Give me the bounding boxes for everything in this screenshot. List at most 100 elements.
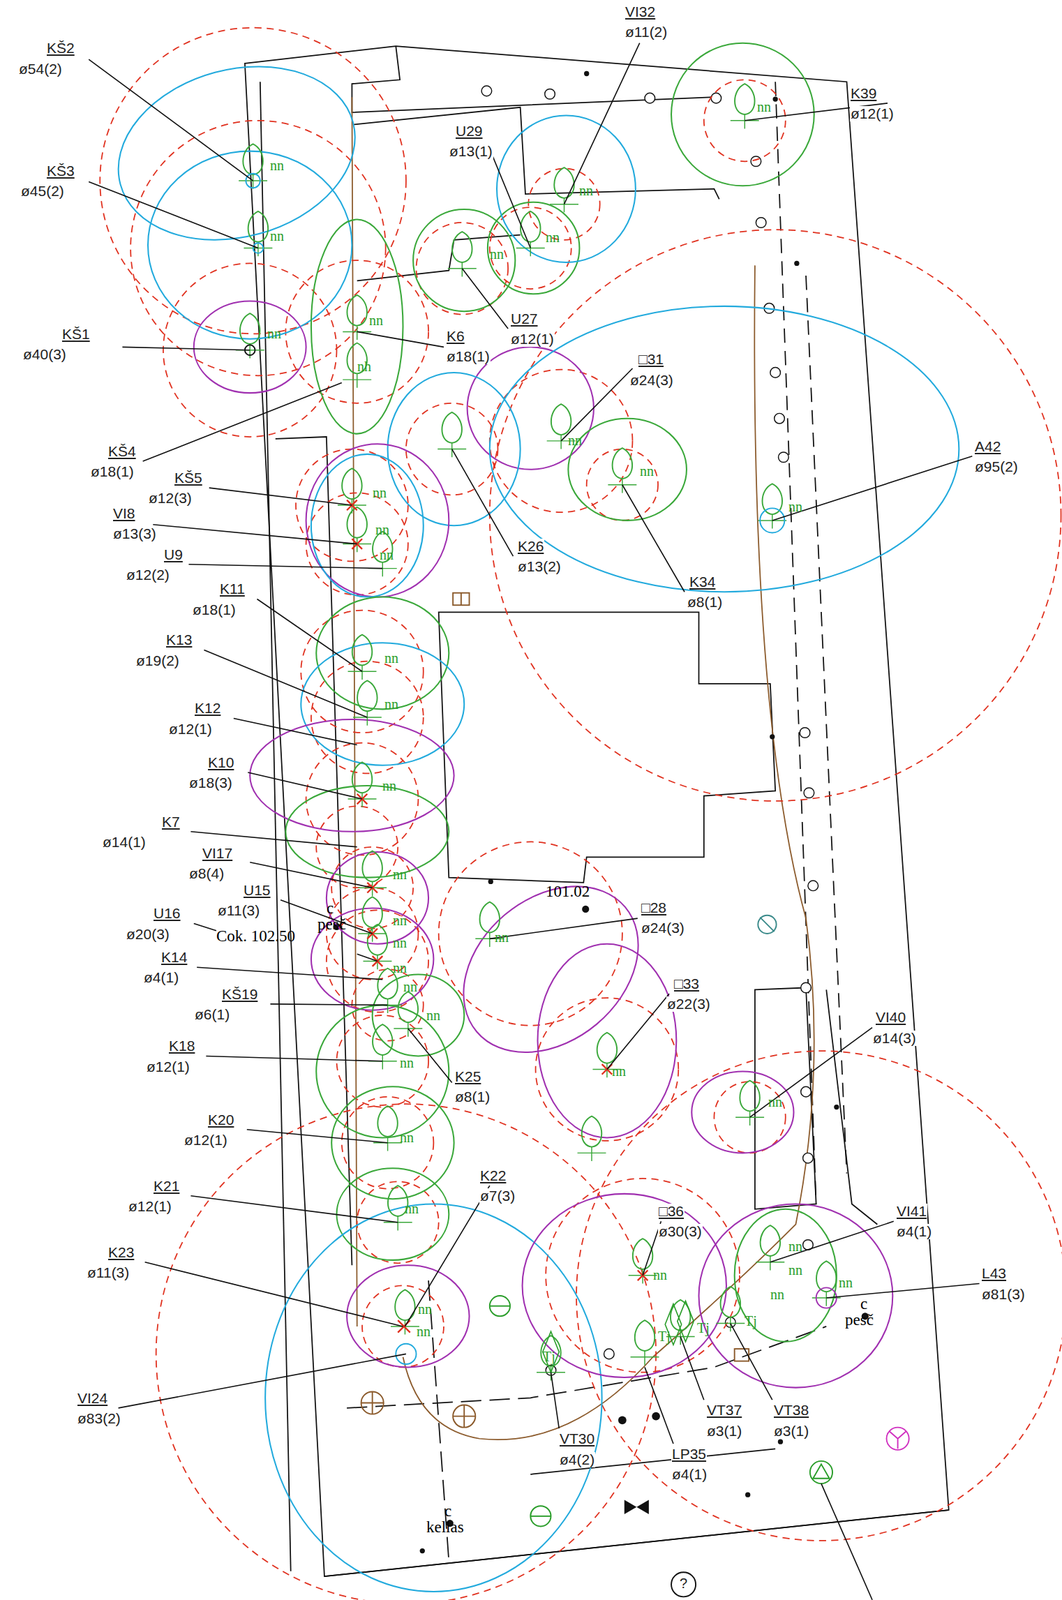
tree-id: KŠ5: [173, 470, 204, 486]
trunk-diameter: ø11(3): [217, 902, 261, 919]
tree-id: □36: [657, 1203, 685, 1219]
trunk-diameter: ø54(2): [18, 61, 63, 77]
tree-mark: nn: [788, 499, 803, 515]
tree-id: U27: [510, 311, 539, 327]
tree-mark: nn: [757, 99, 772, 115]
trunk-diameter: ø4(1): [895, 1223, 933, 1240]
trunk-diameter: ø3(1): [706, 1423, 743, 1439]
tree-mark: nn: [653, 1267, 668, 1283]
tree-id: K26: [517, 538, 545, 555]
trunk-diameter: ø11(2): [624, 24, 668, 40]
spot-label: pesč: [317, 916, 347, 933]
tree-id: VI8: [112, 505, 137, 522]
trunk-diameter: ø18(1): [191, 602, 237, 618]
spot-label: c: [326, 900, 334, 917]
tree-id: KŠ2: [46, 40, 76, 56]
tree-mark: nn: [567, 433, 582, 448]
tree-mark: nh: [357, 359, 372, 375]
tree-id: K25: [454, 1068, 482, 1085]
trunk-diameter: ø18(1): [445, 348, 491, 365]
tree-mark: nn: [392, 960, 407, 976]
trunk-diameter: ø12(1): [510, 331, 555, 347]
tree-id: K39: [849, 85, 878, 102]
tree-id: K34: [688, 574, 716, 590]
tree-mark: nn: [399, 1055, 414, 1071]
trunk-diameter: ø18(1): [90, 464, 135, 480]
tree-id: VI41: [895, 1203, 928, 1219]
tree-id: A42: [974, 438, 1002, 455]
trunk-diameter: ø20(3): [125, 926, 171, 942]
tree-id: U9: [163, 547, 184, 563]
tree-id: K10: [207, 754, 235, 771]
tree-mark: nn: [392, 913, 407, 929]
trunk-diameter: ø24(3): [640, 920, 686, 936]
tree-mark: nn: [611, 1064, 626, 1079]
tree-id: K14: [160, 949, 188, 966]
tree-mark: nn: [399, 1130, 414, 1146]
trunk-diameter: ø40(3): [22, 346, 67, 363]
tree-mark: nn: [384, 651, 399, 666]
tree-id: □28: [640, 900, 668, 916]
tree-id: VI17: [201, 845, 234, 862]
trunk-diameter: ø45(2): [20, 183, 65, 199]
tree-mark: nn: [382, 778, 397, 794]
tree-id: K11: [219, 581, 246, 597]
tree-id: KŠ3: [46, 163, 76, 179]
tree-id: LP35: [671, 1446, 707, 1462]
tree-mark: nn: [639, 464, 654, 479]
tree-id: KŠ4: [107, 443, 137, 460]
tree-mark: nn: [545, 230, 560, 245]
tree-mark: Tj: [542, 1349, 556, 1365]
trunk-diameter: ø12(1): [168, 721, 213, 737]
trunk-diameter: ø22(3): [666, 996, 712, 1012]
tree-mark: nn: [489, 247, 504, 262]
tree-id: K21: [152, 1178, 181, 1194]
tree-mark: nn: [768, 1094, 783, 1110]
trunk-diameter: ø4(1): [143, 969, 180, 986]
tree-id: K18: [168, 1038, 196, 1054]
tree-id: U16: [152, 905, 182, 922]
tree-id: KŠ1: [61, 326, 91, 342]
tree-mark: nn: [403, 979, 418, 995]
tree-mark: nn: [579, 183, 594, 199]
trunk-diameter: ø81(3): [981, 1286, 1026, 1303]
trunk-diameter: ø83(2): [76, 1410, 122, 1427]
tree-mark: nn: [369, 313, 384, 328]
tree-id: VI40: [874, 1009, 907, 1026]
tree-id: VT38: [773, 1402, 810, 1418]
tree-id: K13: [165, 632, 193, 648]
tree-mark: nn: [404, 1201, 419, 1217]
tree-mark: nn: [267, 326, 282, 342]
trunk-diameter: ø30(3): [657, 1223, 703, 1240]
spot-label: c: [860, 1295, 868, 1313]
trunk-diameter: ø7(3): [479, 1188, 516, 1204]
tree-id: K7: [161, 814, 181, 830]
trunk-diameter: ø13(1): [448, 143, 494, 160]
trunk-diameter: ø14(3): [872, 1030, 917, 1046]
trunk-diameter: ø19(2): [135, 653, 181, 669]
tree-mark: Tj: [744, 1313, 758, 1329]
trunk-diameter: ø4(2): [558, 1452, 596, 1468]
tree-mark: nn: [838, 1275, 853, 1291]
trunk-diameter: ø12(1): [145, 1059, 191, 1075]
tree-id: VT30: [558, 1431, 596, 1447]
trunk-diameter: ø12(1): [183, 1132, 229, 1148]
trunk-diameter: ø12(2): [125, 567, 171, 583]
tree-id: K6: [445, 328, 466, 344]
tree-mark: nn: [384, 697, 399, 712]
spot-label: kelias: [426, 1519, 465, 1536]
tree-mark: Tj: [697, 1320, 710, 1336]
tree-mark: nn: [375, 522, 390, 538]
trunk-diameter: ø12(1): [127, 1198, 173, 1215]
tree-id: U29: [454, 123, 484, 139]
tree-mark: nn: [392, 935, 407, 951]
spot-label: 101.02: [545, 883, 590, 901]
trunk-diameter: ø14(1): [101, 834, 147, 850]
trunk-diameter: ø3(1): [773, 1423, 810, 1439]
tree-id: □31: [637, 351, 665, 368]
trunk-diameter: ø12(3): [147, 490, 193, 506]
tree-id: KŠ19: [221, 986, 259, 1002]
tree-mark: nn: [372, 485, 387, 501]
tree-mark: Tj: [657, 1329, 671, 1344]
